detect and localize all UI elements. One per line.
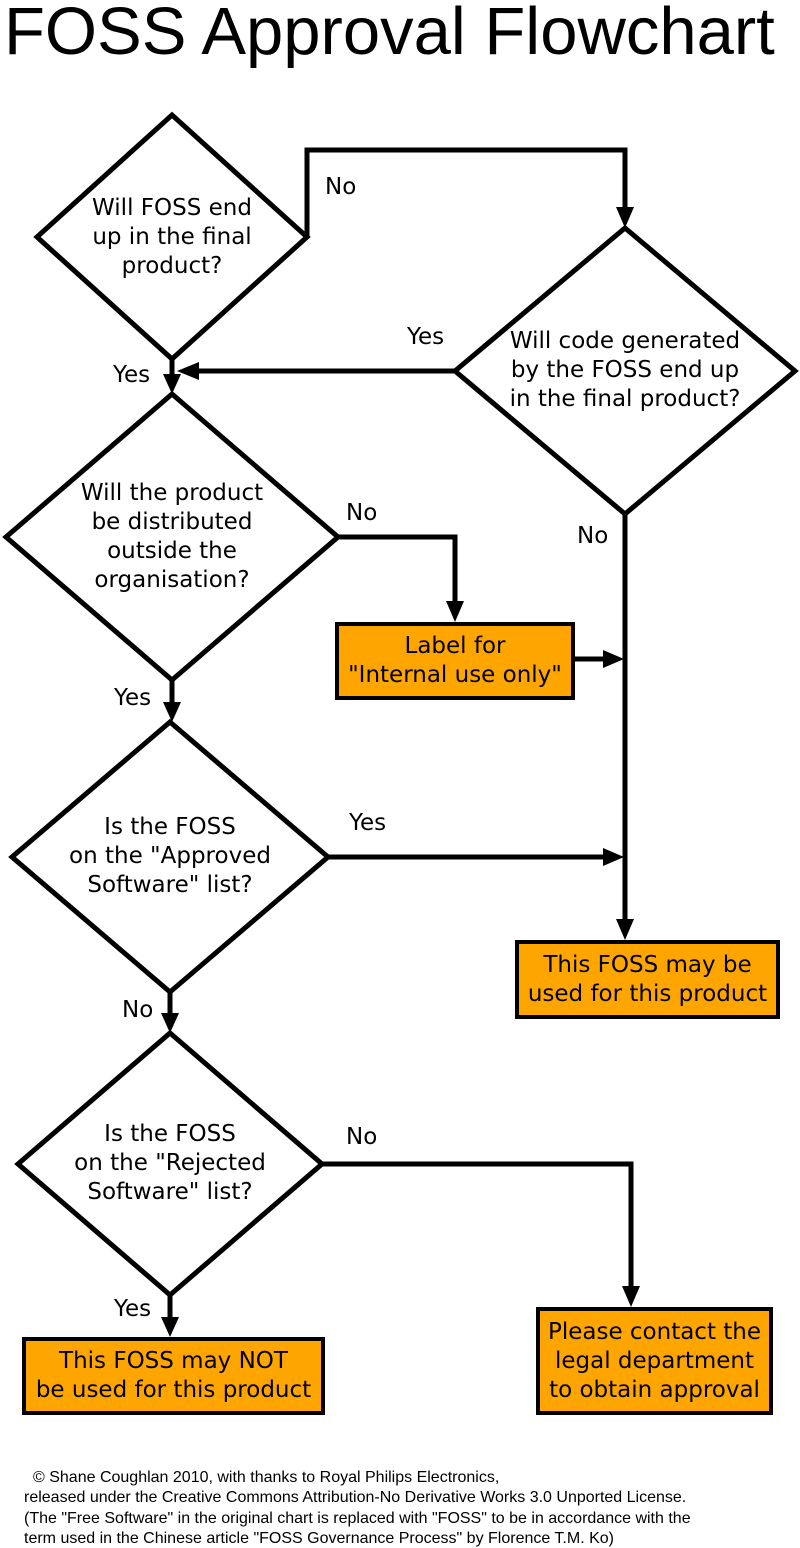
label-d2-no: No xyxy=(577,523,609,549)
arrowhead-d4-into-mainline xyxy=(603,848,624,866)
label-d4-no: No xyxy=(122,997,154,1023)
diamond-generated-code-in-final-product xyxy=(451,224,799,518)
arrowhead-into-d5 xyxy=(161,1013,179,1033)
label-d2-yes: Yes xyxy=(407,324,445,350)
label-d5-yes: Yes xyxy=(114,1296,152,1322)
diamond-text-rejected-list: Is the FOSS on the "Rejected Software" l… xyxy=(74,1121,266,1205)
arrowhead-into-b2 xyxy=(616,919,634,940)
label-d1-yes: Yes xyxy=(113,362,151,388)
result-box-may-be-used: This FOSS may be used for this product xyxy=(515,940,780,1019)
connector-d3-no xyxy=(338,534,458,604)
diamond-text-approved-list: Is the FOSS on the "Approved Software" l… xyxy=(69,814,271,898)
arrowhead-into-b3 xyxy=(161,1317,179,1337)
connector-d5-no xyxy=(322,1161,634,1290)
label-d4-yes: Yes xyxy=(349,810,387,836)
attribution-line: released under the Creative Commons Attr… xyxy=(24,1489,687,1507)
diamond-foss-in-final-product xyxy=(33,111,311,363)
diamond-on-approved-software-list xyxy=(8,718,332,996)
label-d1-no: No xyxy=(325,174,357,200)
attribution-line: (The "Free Software" in the original cha… xyxy=(24,1509,691,1527)
attribution-text: © Shane Coughlan 2010, with thanks to Ro… xyxy=(24,1468,691,1548)
result-box-may-not-be-used: This FOSS may NOT be used for this produ… xyxy=(22,1337,325,1415)
label-d5-no: No xyxy=(346,1124,378,1150)
arrowhead-into-d2 xyxy=(616,207,634,228)
diamond-text-generated-code: Will code generated by the FOSS end up i… xyxy=(509,328,741,412)
arrowhead-into-d1-yes-line xyxy=(177,362,199,380)
diamond-text-foss-in-final-product: Will FOSS end up in the final product? xyxy=(92,195,252,279)
arrowhead-into-d4 xyxy=(163,702,181,722)
result-box-internal-use-only: Label for "Internal use only" xyxy=(335,622,575,700)
result-box-contact-legal: Please contact the legal department to o… xyxy=(536,1307,773,1415)
diamond-text-distributed-outside: Will the product be distributed outside … xyxy=(80,480,264,593)
arrowhead-into-d3 xyxy=(163,374,181,394)
diamond-distributed-outside-organisation xyxy=(2,390,342,684)
attribution-line: term used in the Chinese article "FOSS G… xyxy=(24,1530,614,1548)
connector-d1-no xyxy=(304,147,628,237)
arrowhead-into-b1 xyxy=(446,601,464,622)
label-d3-no: No xyxy=(346,500,378,526)
arrowhead-b1-into-mainline xyxy=(603,650,624,668)
attribution-line: © Shane Coughlan 2010, with thanks to Ro… xyxy=(33,1469,500,1486)
page-title: FOSS Approval Flowchart xyxy=(4,0,775,69)
arrowhead-into-b4 xyxy=(622,1286,640,1307)
label-d3-yes: Yes xyxy=(114,685,152,711)
diamond-on-rejected-software-list xyxy=(14,1029,326,1299)
